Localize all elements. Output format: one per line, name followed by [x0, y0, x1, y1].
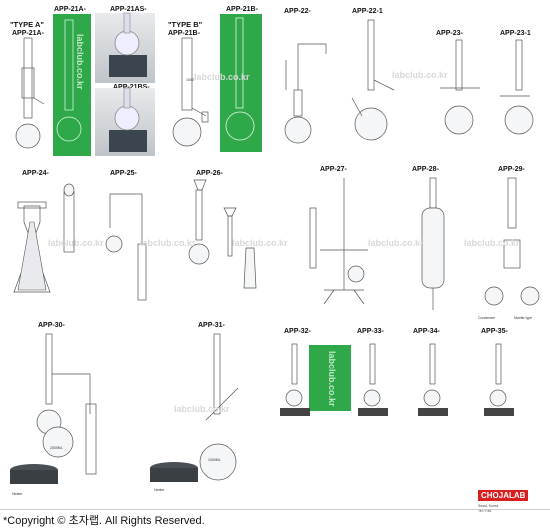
drawing-app-32	[280, 343, 310, 416]
photo-app-21b	[220, 14, 262, 152]
watermark: labclub.co.kr	[392, 70, 448, 80]
drawing-app-24	[13, 183, 75, 293]
label-app-31: APP-31-	[198, 322, 225, 329]
photo-app-21bs-apparatus	[109, 87, 147, 152]
photo-watermark: labclub.co.kr	[75, 34, 85, 90]
drawing-app-33	[358, 343, 388, 416]
label-app-22: APP-22-	[284, 8, 311, 15]
drawing-app-23	[440, 39, 480, 135]
label-app-24: APP-24-	[22, 170, 49, 177]
footer-divider	[0, 509, 550, 510]
label-app-23-1: APP-23-1	[500, 30, 531, 37]
drawing-app-28	[421, 177, 445, 310]
label-type-b: "TYPE B"	[168, 20, 203, 29]
drawing-app-27	[309, 178, 368, 305]
chojalab-logo: CHOJALAB Seoul, Korea Tel / Fax	[478, 485, 546, 513]
annotation-app-30-heater: Heater	[12, 492, 23, 496]
drawing-app-22-1	[351, 19, 395, 141]
label-app-21b-left: APP-21B-	[168, 30, 200, 37]
logo-address-2: Tel / Fax	[478, 509, 492, 513]
drawing-app-29	[484, 177, 540, 306]
label-app-27: APP-27-	[320, 166, 347, 173]
annotation-app-31-heater: Heater	[154, 488, 165, 492]
label-app-22-1: APP-22-1	[352, 8, 383, 15]
annotation-app-30-flask: 2000ML	[50, 446, 63, 450]
watermark: labclub.co.kr	[48, 238, 104, 248]
logo-address-1: Seoul, Korea	[478, 504, 499, 508]
annotation-app-31-flask: 1000ML	[208, 458, 221, 462]
photo-app-21as	[95, 12, 155, 83]
label-app-21as: APP-21AS-	[110, 6, 147, 13]
label-app-35: APP-35-	[481, 328, 508, 335]
label-type-a: "TYPE A"	[10, 20, 44, 29]
drawing-app-23-1	[500, 39, 534, 135]
photo-watermark: labclub.co.kr	[327, 351, 337, 407]
label-app-29: APP-29-	[498, 166, 525, 173]
drawing-app-31	[150, 333, 239, 482]
photo-app-21a-apparatus	[56, 19, 82, 142]
label-app-28: APP-28-	[412, 166, 439, 173]
label-app-21bs: APP-21BS-	[113, 84, 150, 91]
drawing-app-26	[188, 179, 257, 289]
watermark: labclub.co.kr	[232, 238, 288, 248]
label-app-21b: APP-21B-	[226, 6, 258, 13]
drawing-app-34	[418, 343, 448, 416]
watermark: labclub.co.kr	[368, 238, 424, 248]
logo-name: CHOJALAB	[478, 490, 529, 501]
watermark: labclub.co.kr	[140, 238, 196, 248]
label-app-25: APP-25-	[110, 170, 137, 177]
label-app-26: APP-26-	[196, 170, 223, 177]
label-app-21a-left: APP-21A-	[12, 30, 44, 37]
drawing-app-21a	[15, 37, 45, 149]
photo-app-21a: labclub.co.kr	[53, 14, 91, 156]
label-app-32: APP-32-	[284, 328, 311, 335]
watermark: labclub.co.kr	[174, 404, 230, 414]
label-app-33: APP-33-	[357, 328, 384, 335]
photo-app-21b-apparatus	[225, 17, 255, 141]
photo-app-21bs	[95, 87, 155, 156]
label-app-23: APP-23-	[436, 30, 463, 37]
photo-app-21as-apparatus	[109, 12, 147, 77]
annotation-app-29-left: Condenser	[478, 316, 496, 320]
drawing-app-22	[284, 43, 327, 144]
photo-app-32: labclub.co.kr	[309, 345, 351, 411]
label-app-21a: APP-21A-	[54, 6, 86, 13]
drawing-app-25	[105, 193, 147, 301]
watermark: labclub.co.kr	[464, 238, 520, 248]
annotation-app-21b: 1000	[186, 78, 194, 82]
label-app-30: APP-30-	[38, 322, 65, 329]
annotation-app-29-right: Mantle type	[514, 316, 533, 320]
drawing-app-21b	[172, 37, 209, 147]
drawing-app-35	[484, 343, 514, 416]
drawing-app-30	[10, 333, 97, 484]
copyright-text: *Copyright © 초자랩. All Rights Reserved.	[3, 515, 205, 527]
watermark: labclub.co.kr	[194, 72, 250, 82]
label-app-34: APP-34-	[413, 328, 440, 335]
